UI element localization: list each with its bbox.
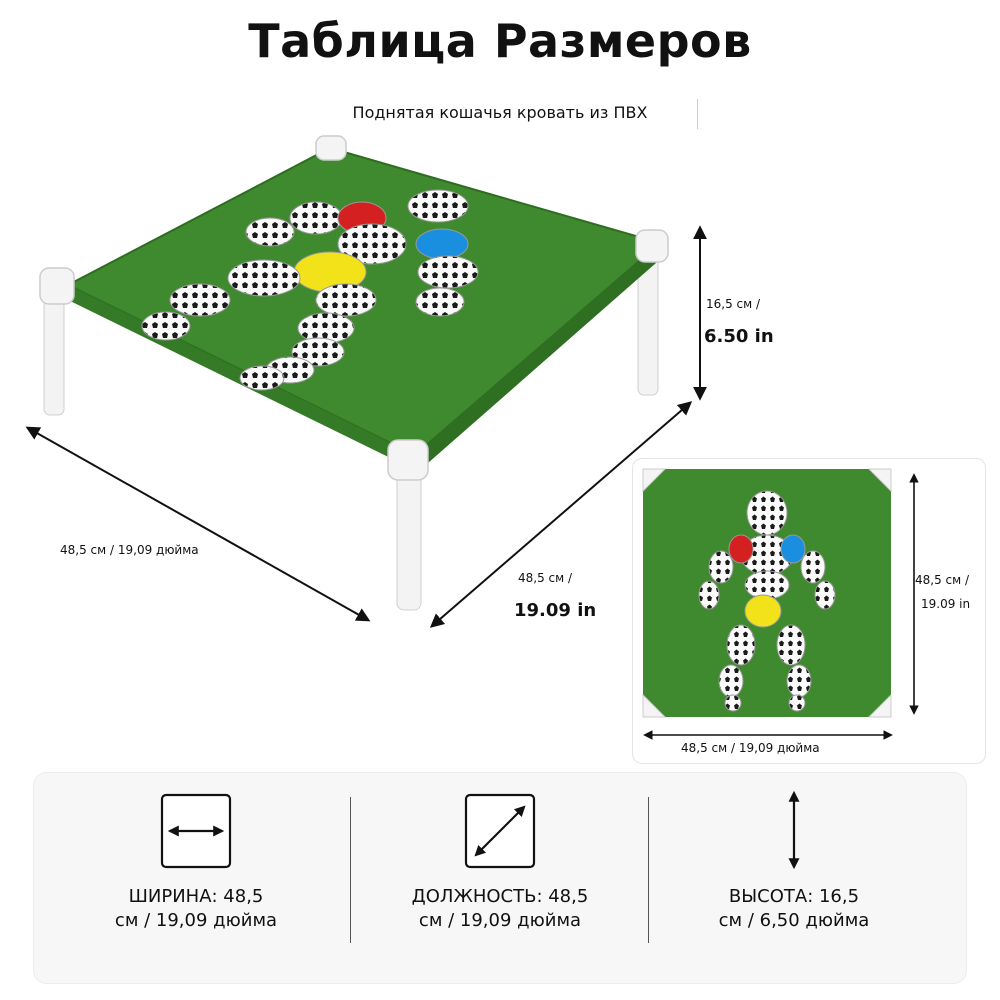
soccer-ball-figure [141, 189, 479, 391]
top-view-figure [698, 490, 836, 712]
width-line-1: ШИРИНА: 48,5 [128, 886, 264, 907]
length-label: 48,5 см / 19,09 дюйма [60, 543, 199, 557]
diagonal-line-1: ДОЛЖНОСТЬ: 48,5 [411, 886, 589, 907]
diagonal-feature-label: ДОЛЖНОСТЬ: 48,5 см / 19,09 дюйма [370, 885, 630, 933]
width-feature-label: ШИРИНА: 48,5 см / 19,09 дюйма [66, 885, 326, 933]
page-subtitle: Поднятая кошачья кровать из ПВХ [352, 103, 648, 122]
horizontal-arrow-icon [160, 793, 232, 869]
width-line-2: см / 19,09 дюйма [114, 910, 278, 931]
divider [350, 797, 351, 943]
top-view-illustration [642, 468, 919, 740]
top-view-side-label-2: 19.09 in [921, 597, 971, 611]
subtitle-divider [697, 99, 698, 129]
depth-label-big: 19.09 in [514, 600, 597, 621]
height-line-1: ВЫСОТА: 16,5 [728, 886, 860, 907]
diagonal-arrow-icon [464, 793, 536, 869]
height-line-2: см / 6,50 дюйма [718, 910, 870, 931]
height-label-small: 16,5 см / [706, 297, 761, 311]
page-title: Таблица Размеров [248, 14, 752, 68]
frame-corners [39, 135, 669, 481]
height-label-big: 6.50 in [704, 326, 774, 347]
depth-arrow [429, 401, 693, 628]
dimension-features-panel: ШИРИНА: 48,5 см / 19,09 дюйма ДОЛЖНОСТЬ:… [33, 772, 967, 984]
height-feature-label: ВЫСОТА: 16,5 см / 6,50 дюйма [664, 885, 924, 933]
length-arrow [25, 426, 371, 622]
top-view-bottom-label: 48,5 см / 19,09 дюйма [681, 741, 820, 755]
depth-label-small: 48,5 см / [518, 571, 573, 585]
vertical-arrow-icon [788, 790, 800, 870]
top-view-card: 48,5 см / 19.09 in 48,5 см / 19,09 дюйма [632, 458, 986, 764]
bed-legs [43, 249, 659, 611]
divider [648, 797, 649, 943]
top-view-side-label-1: 48,5 см / [915, 573, 970, 587]
diagonal-line-2: см / 19,09 дюйма [418, 910, 582, 931]
